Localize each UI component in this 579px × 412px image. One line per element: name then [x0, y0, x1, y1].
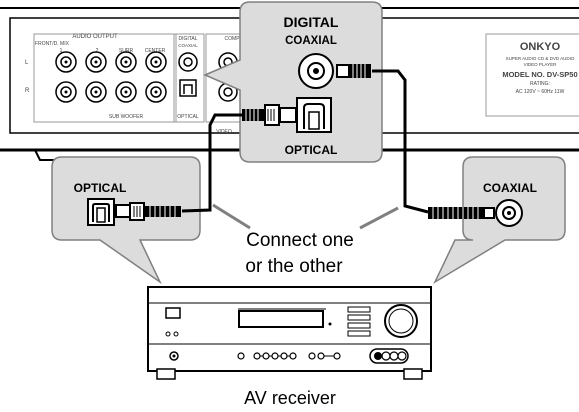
r-label: R	[25, 88, 30, 94]
optical-jack-icon	[296, 97, 332, 133]
digital-small-label: DIGITAL	[178, 36, 197, 42]
jack-label-2: 2	[96, 48, 99, 54]
pointer-lines	[212, 203, 399, 230]
optical-jack-icon	[87, 198, 115, 226]
coaxial-small-label: COAXIAL	[178, 43, 198, 48]
audio-jack	[85, 81, 107, 103]
av-receiver-caption: AV receiver	[244, 388, 336, 408]
coaxial-callout: COAXIAL	[428, 156, 566, 284]
audio-output-label: AUDIO OUTPUT	[72, 34, 118, 40]
digital-callout-optical-label: OPTICAL	[285, 143, 338, 157]
coaxial-jack-icon	[298, 53, 334, 89]
av-receiver	[147, 286, 432, 380]
instruction-line-2: or the other	[245, 256, 343, 277]
audio-jack	[55, 51, 77, 73]
audio-jack	[145, 51, 167, 73]
center-label: CENTER	[145, 48, 166, 54]
power-rating: AC 120V ~ 60Hz 11W	[516, 89, 565, 95]
optical-small-label: OPTICAL	[177, 114, 199, 120]
player-subtitle-line1: SUPER AUDIO CD & DVD AUDIO	[506, 56, 575, 61]
optical-callout: OPTICAL	[51, 156, 201, 285]
digital-callout-title: DIGITAL	[284, 14, 339, 30]
audio-jack	[115, 51, 137, 73]
coaxial-plug-icon	[428, 207, 495, 219]
optical-plug-icon	[115, 202, 181, 221]
player-optical-jack	[179, 79, 197, 97]
left-optical-label: OPTICAL	[74, 181, 127, 195]
digital-callout-coaxial-label: COAXIAL	[285, 35, 337, 47]
audio-jack	[145, 81, 167, 103]
l-label: L	[25, 60, 29, 66]
coaxial-jack-icon	[495, 199, 523, 227]
player-coaxial-jack	[178, 52, 198, 72]
player-subtitle-line2: VIDEO PLAYER	[524, 62, 557, 67]
instruction-line-1: Connect one	[246, 230, 354, 251]
right-coaxial-label: COAXIAL	[483, 181, 537, 195]
rating-label: RATING:	[530, 81, 550, 87]
front-mix-label: FRONT/D. MIX	[35, 41, 70, 47]
rating-plate: ONKYO SUPER AUDIO CD & DVD AUDIO VIDEO P…	[485, 33, 579, 117]
coaxial-plug-icon	[336, 64, 371, 78]
subwoofer-label: SUB WOOFER	[109, 114, 144, 120]
surr-label: SURR	[119, 48, 134, 54]
digital-callout: DIGITAL COAXIAL OPTICAL	[203, 1, 383, 163]
optical-plug-icon	[242, 104, 297, 126]
component-label: COMPO	[225, 36, 244, 42]
audio-jack	[85, 51, 107, 73]
audio-jack	[55, 81, 77, 103]
model-number: MODEL NO. DV-SP50	[502, 70, 577, 79]
receiver-display	[238, 310, 324, 328]
jack-label-1: 1	[60, 48, 63, 54]
video-label: VIDEO	[216, 129, 232, 135]
brand-logo: ONKYO	[520, 41, 561, 53]
power-button	[165, 307, 181, 319]
cables	[181, 69, 429, 214]
audio-jack	[115, 81, 137, 103]
